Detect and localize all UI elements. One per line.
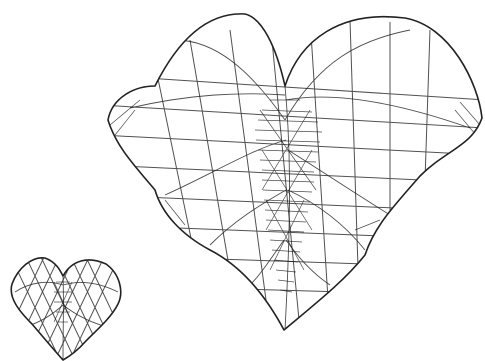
large-leaf bbox=[100, 14, 485, 330]
small-leaf bbox=[0, 255, 135, 360]
